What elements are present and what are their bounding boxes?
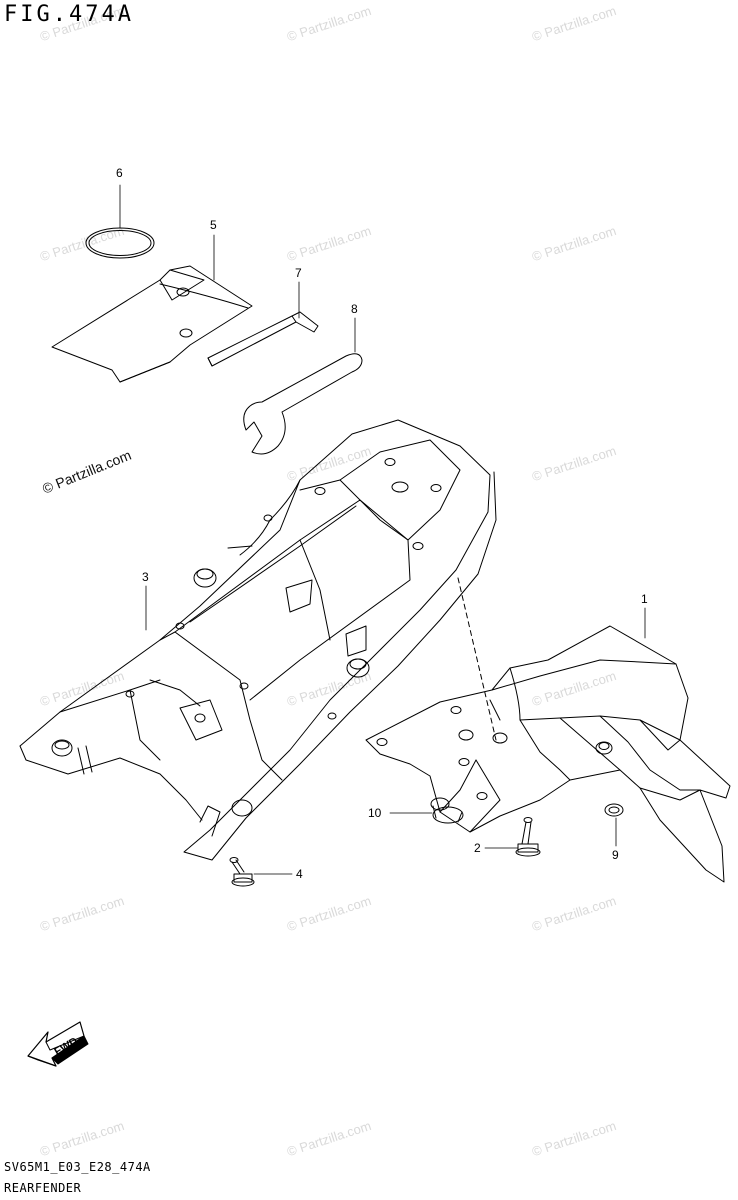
callout-7: 7 <box>295 266 302 280</box>
callout-2: 2 <box>474 841 481 855</box>
leader-lines <box>119 184 646 875</box>
callout-4: 4 <box>296 867 303 881</box>
callout-1: 1 <box>641 592 648 606</box>
callout-10: 10 <box>368 806 382 820</box>
seat-tail-tray-part <box>19 419 497 861</box>
figure-title: FIG.474A <box>4 2 134 27</box>
callout-6: 6 <box>116 166 123 180</box>
hex-wrench-part <box>207 311 319 367</box>
callout-8: 8 <box>351 302 358 316</box>
tool-bag-part <box>51 265 253 383</box>
washer-part <box>604 803 624 817</box>
band-part <box>85 227 155 259</box>
rear-fender-part <box>365 625 731 883</box>
spanner-part <box>243 353 363 455</box>
model-code: SV65M1_E03_E28_474A <box>4 1160 151 1174</box>
rubber-cushion-part <box>430 797 464 824</box>
alignment-line <box>457 577 497 741</box>
callout-3: 3 <box>142 570 149 584</box>
callout-5: 5 <box>210 218 217 232</box>
fwd-arrow-icon: FWD <box>27 1021 89 1067</box>
callout-9: 9 <box>612 848 619 862</box>
section-name: REARFENDER <box>4 1181 82 1195</box>
fender-bolt-part <box>515 817 541 857</box>
tray-bolt-part <box>229 857 255 887</box>
